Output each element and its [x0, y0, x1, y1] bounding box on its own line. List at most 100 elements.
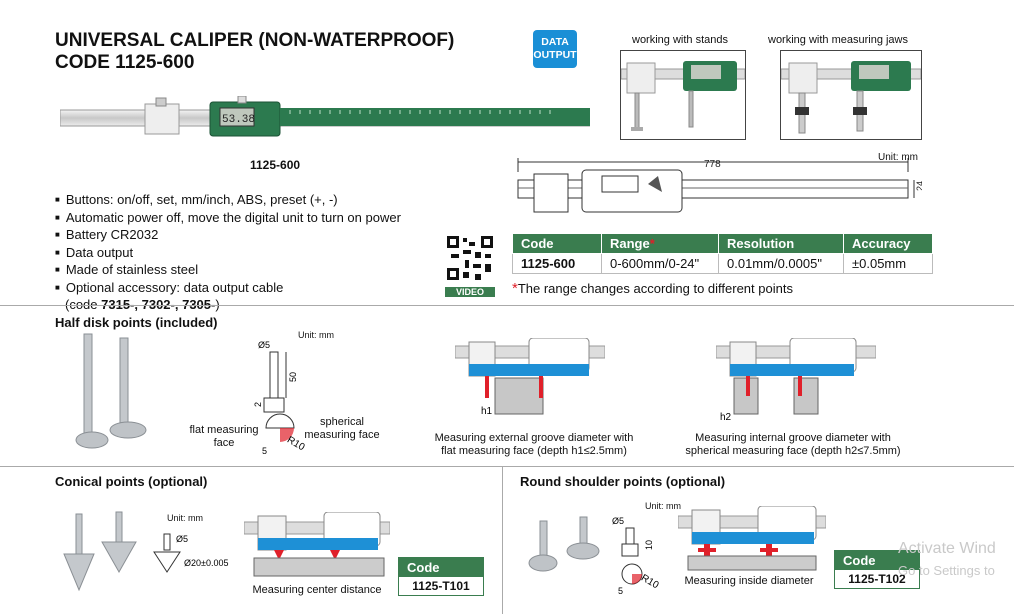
stands-label: working with stands	[632, 34, 728, 46]
conical-drawing: Ø5 Ø20±0.005	[153, 533, 228, 573]
col-accuracy: Accuracy	[843, 233, 933, 254]
feature-item: Optional accessory: data output cable	[55, 280, 401, 298]
flat-label-2: face	[213, 437, 235, 449]
cell-accuracy: ±0.05mm	[843, 253, 933, 274]
badge-line-2: OUTPUT	[533, 49, 577, 61]
conical-dim-d5: Ø5	[176, 534, 188, 544]
feature-item: Made of stainless steel	[55, 262, 401, 280]
dim-2: 2	[253, 402, 263, 407]
col-resolution: Resolution	[718, 233, 844, 254]
title-line-1: UNIVERSAL CALIPER (NON-WATERPROOF)	[55, 30, 455, 51]
conical-points-photo	[63, 511, 137, 592]
half-disk-heading: Half disk points (included)	[55, 315, 218, 330]
main-photo-caption: 1125-600	[250, 158, 301, 172]
caliper-drawing: 778 24	[517, 158, 922, 213]
cell-resolution: 0.01mm/0.0005"	[718, 253, 844, 274]
table-row: 1125-600 0-600mm/0-24" 0.01mm/0.0005" ±0…	[512, 253, 933, 274]
round-dim-10: 10	[644, 540, 654, 550]
feature-item: Battery CR2032	[55, 227, 401, 245]
range-asterisk: *	[649, 236, 655, 251]
title-line-2: CODE 1125-600	[55, 52, 195, 73]
dim-5: 5	[262, 446, 267, 456]
height-dim: 24	[915, 181, 922, 191]
dim-50: 50	[288, 372, 298, 382]
drawing-unit: Unit: mm	[878, 152, 918, 163]
sub-prefix: (code	[65, 297, 102, 312]
conical-dim-20: Ø20±0.005	[184, 558, 228, 568]
h2-label: h2	[720, 412, 732, 420]
jaws-photo	[780, 50, 922, 140]
note-asterisk: *	[512, 280, 518, 297]
round-points-photo	[528, 516, 600, 572]
sph-label-2: measuring face	[304, 429, 380, 441]
lcd-readout: 53.38	[222, 114, 255, 126]
cell-code: 1125-600	[512, 253, 602, 274]
round-code-header: Code	[835, 551, 919, 570]
feature-sub-item: (code 7315-, 7302-, 7305-)	[55, 297, 401, 315]
round-unit: Unit: mm	[645, 501, 681, 511]
conical-code-box: Code 1125-T101	[398, 557, 484, 596]
conical-unit: Unit: mm	[167, 513, 203, 523]
half-disk-unit: Unit: mm	[298, 330, 334, 340]
external-groove-diagram: h1	[455, 338, 605, 417]
h1-label: h1	[481, 406, 493, 417]
conical-code-header: Code	[399, 558, 483, 577]
range-note: *The range changes according to differen…	[512, 280, 793, 297]
cap-int-1: Measuring internal groove diameter with	[695, 432, 891, 444]
round-drawing: Ø5 10 R10 5	[612, 516, 661, 596]
spec-header-row: Code Range* Resolution Accuracy	[512, 233, 933, 254]
data-output-badge: DATA OUTPUT	[533, 30, 577, 68]
half-disk-points-photo	[75, 333, 147, 449]
round-dim-r10: R10	[639, 573, 661, 592]
inside-diameter-caption: Measuring inside diameter	[684, 575, 814, 587]
sub-suffix: )	[215, 297, 219, 312]
divider-vertical	[502, 466, 503, 614]
note-text: The range changes according to different…	[517, 281, 793, 296]
half-disk-drawing: Ø5 50 2 R10 5	[253, 340, 307, 456]
divider-top	[0, 305, 1014, 306]
center-distance-diagram	[244, 512, 390, 577]
activate-windows-title: Activate Wind	[898, 540, 996, 557]
badge-line-1: DATA	[541, 36, 569, 48]
feature-item: Automatic power off, move the digital un…	[55, 210, 401, 228]
round-dim-d5: Ø5	[612, 516, 624, 526]
conical-heading: Conical points (optional)	[55, 474, 208, 489]
cell-range: 0-600mm/0-24"	[601, 253, 719, 274]
sub-codes: 7315-, 7302-, 7305-	[101, 297, 216, 312]
center-distance-caption: Measuring center distance	[252, 584, 382, 596]
round-code-value: 1125-T102	[848, 572, 906, 586]
col-range-label: Range	[610, 236, 650, 251]
cap-ext-2: flat measuring face (depth h1≤2.5mm)	[441, 445, 627, 457]
inside-diameter-diagram	[678, 506, 826, 571]
dim-d5: Ø5	[258, 340, 270, 350]
col-range: Range*	[601, 233, 719, 254]
stands-photo	[620, 50, 746, 140]
divider-bottom	[0, 466, 1014, 467]
flat-label-1: flat measuring	[189, 424, 259, 436]
length-dim: 778	[704, 159, 721, 170]
qr-code[interactable]: VIDEO	[445, 234, 495, 297]
spec-table: Code Range* Resolution Accuracy 1125-600…	[512, 233, 933, 274]
jaws-label: working with measuring jaws	[768, 34, 908, 46]
cap-ext-1: Measuring external groove diameter with	[434, 432, 634, 444]
round-dim-5: 5	[618, 586, 623, 596]
feature-item: Data output	[55, 245, 401, 263]
cap-int-2: spherical measuring face (depth h2≤7.5mm…	[685, 445, 901, 457]
activate-windows-subtitle: Go to Settings to	[898, 563, 995, 578]
round-code-box: Code 1125-T102	[834, 550, 920, 589]
internal-groove-diagram: h2	[716, 338, 876, 420]
caliper-photo: 53.38	[60, 96, 590, 137]
conical-code-value: 1125-T101	[412, 579, 470, 593]
video-label: VIDEO	[445, 287, 495, 297]
sph-label-1: spherical	[319, 416, 365, 428]
qr-icon	[445, 234, 495, 282]
round-heading: Round shoulder points (optional)	[520, 474, 726, 489]
stand-block	[144, 103, 180, 135]
col-code: Code	[512, 233, 602, 254]
feature-list: Buttons: on/off, set, mm/inch, ABS, pres…	[55, 192, 401, 315]
feature-item: Buttons: on/off, set, mm/inch, ABS, pres…	[55, 192, 401, 210]
